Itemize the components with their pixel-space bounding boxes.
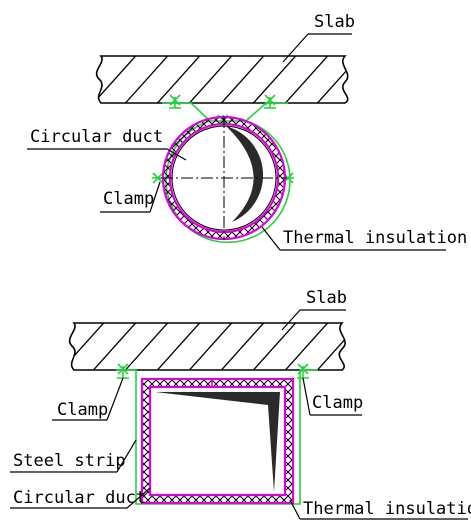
duct-top-label: Circular duct: [30, 127, 163, 147]
clamp-left-label: Clamp: [57, 400, 108, 420]
slab-bottom-hatch: [69, 323, 346, 370]
slab-top-label: Slab: [314, 12, 355, 32]
slab-top-outline: [95, 55, 349, 104]
duct-top-leader: [166, 148, 187, 161]
duct-top-centerlines: [161, 116, 287, 240]
slab-bottom-leader: [281, 309, 301, 331]
slab-top: [95, 55, 349, 104]
clamp-right-label: Clamp: [312, 393, 363, 413]
clamp-top-leader: [149, 181, 161, 213]
clamp-top-label: Clamp: [103, 189, 154, 209]
clamp-right-leader: [302, 377, 311, 416]
top-detail: Slab Circular duct Clamp: [27, 12, 467, 251]
insulation-top-label: Thermal insulation: [283, 228, 467, 248]
slab-bottom: [68, 322, 346, 371]
duct-bottom-leader: [126, 487, 151, 509]
duct-top-shadow: [226, 126, 264, 222]
insulation-top-leader: [261, 226, 281, 251]
slab-bottom-label: Slab: [306, 288, 347, 308]
insulation-bottom-leader: [289, 499, 301, 520]
slab-bottom-outline: [68, 322, 346, 371]
duct-bottom: [148, 385, 287, 497]
duct-bottom-shadow: [155, 392, 280, 492]
steel-strip-leader: [116, 439, 137, 473]
bottom-detail: Slab Clamp Clamp Steel strip Circular du…: [10, 288, 471, 520]
duct-bottom-label: Circular duct: [13, 488, 146, 508]
steel-strip-label: Steel strip: [13, 451, 126, 471]
insulation-bottom-label: Thermal insulation: [303, 499, 471, 519]
slab-top-hatch: [96, 56, 348, 103]
clamp-left-leader: [106, 377, 124, 421]
slab-top-leader: [282, 33, 309, 63]
